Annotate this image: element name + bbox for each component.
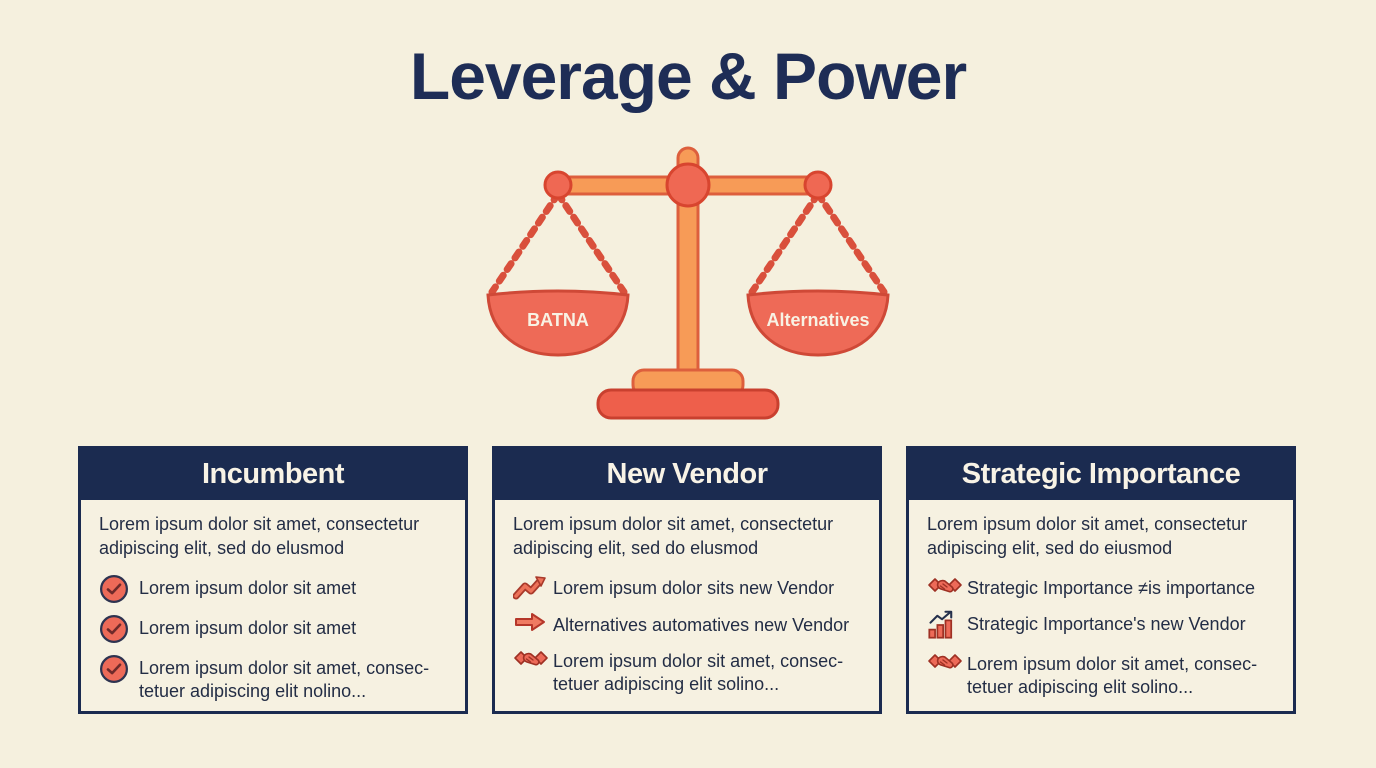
left-joint	[543, 170, 573, 200]
list-item: Lorem ipsum dolor sit amet, consec-tetue…	[513, 647, 861, 697]
list-item-text: Lorem ipsum dolor sit amet, consec-tetue…	[139, 657, 430, 701]
handshake-icon	[927, 650, 967, 676]
list-item: Lorem ipsum dolor sit amet, consec-tetue…	[927, 650, 1275, 700]
list-item-text: Lorem ipsum dolor sit amet	[139, 577, 357, 598]
card-incumbent-body: Lorem ipsum dolor sit amet, consectetur …	[81, 499, 465, 723]
list-item: Lorem ipsum dolor sits new Vendor	[513, 574, 861, 601]
left-chains	[488, 190, 628, 296]
right-pan-label: Alternatives	[766, 310, 869, 330]
list-item: Alternatives automatives new Vendor	[513, 611, 861, 637]
check-circle-icon	[99, 654, 139, 684]
list-item-text: Lorem ipsum dolor sit amet	[139, 617, 357, 638]
left-pan-label: BATNA	[527, 310, 589, 330]
card-new-vendor-intro: Lorem ipsum dolor sit amet, consectetur …	[513, 514, 834, 558]
list-item-text: Strategic Importance's new Vendor	[967, 613, 1246, 634]
list-item-text: Lorem ipsum dolor sit amet, consec-tetue…	[553, 650, 844, 695]
bar-chart-icon	[927, 610, 967, 640]
right-pan	[746, 289, 890, 357]
arrow-right-icon	[513, 611, 553, 633]
balance-scale-svg: BATNA Alternatives	[486, 146, 890, 420]
card-strategic-importance-body: Lorem ipsum dolor sit amet, consectetur …	[909, 499, 1293, 720]
card-strategic-importance-intro: Lorem ipsum dolor sit amet, consectetur …	[927, 514, 1248, 558]
check-circle-icon	[99, 614, 139, 644]
card-incumbent-intro: Lorem ipsum dolor sit amet, consectetur …	[99, 514, 420, 558]
left-pan	[486, 289, 630, 357]
check-circle-icon	[99, 574, 139, 604]
handshake-icon	[513, 647, 553, 673]
card-new-vendor: New Vendor Lorem ipsum dolor sit amet, c…	[492, 446, 882, 714]
list-item: Lorem ipsum dolor sit amet, consec-tetue…	[99, 654, 447, 704]
card-strategic-importance-title: Strategic Importance	[908, 448, 1294, 500]
list-item-text: Alternatives automatives new Vendor	[553, 614, 850, 635]
list-item: Lorem ipsum dolor sit amet	[99, 574, 447, 604]
base-lower	[596, 388, 780, 420]
list-item: Lorem ipsum dolor sit amet	[99, 614, 447, 644]
list-item-text: Lorem ipsum dolor sits new Vendor	[553, 577, 835, 598]
right-joint	[803, 170, 833, 200]
list-item-text: Lorem ipsum dolor sit amet, consec-tetue…	[967, 653, 1258, 698]
list-item: Strategic Importance ≠is importance	[927, 574, 1275, 600]
card-incumbent: Incumbent Lorem ipsum dolor sit amet, co…	[78, 446, 468, 714]
card-incumbent-title: Incumbent	[80, 448, 466, 500]
balance-scale-illustration: BATNA Alternatives	[458, 142, 918, 427]
right-chains	[748, 190, 888, 296]
center-joint	[665, 162, 711, 208]
card-new-vendor-title: New Vendor	[494, 448, 880, 500]
handshake-icon	[927, 574, 967, 600]
card-strategic-importance: Strategic Importance Lorem ipsum dolor s…	[906, 446, 1296, 714]
list-item: Strategic Importance's new Vendor	[927, 610, 1275, 640]
list-item-text: Strategic Importance ≠is importance	[967, 577, 1255, 598]
page-title: Leverage & Power	[409, 39, 967, 113]
trending-up-icon	[513, 574, 553, 601]
card-new-vendor-body: Lorem ipsum dolor sit amet, consectetur …	[495, 499, 879, 717]
